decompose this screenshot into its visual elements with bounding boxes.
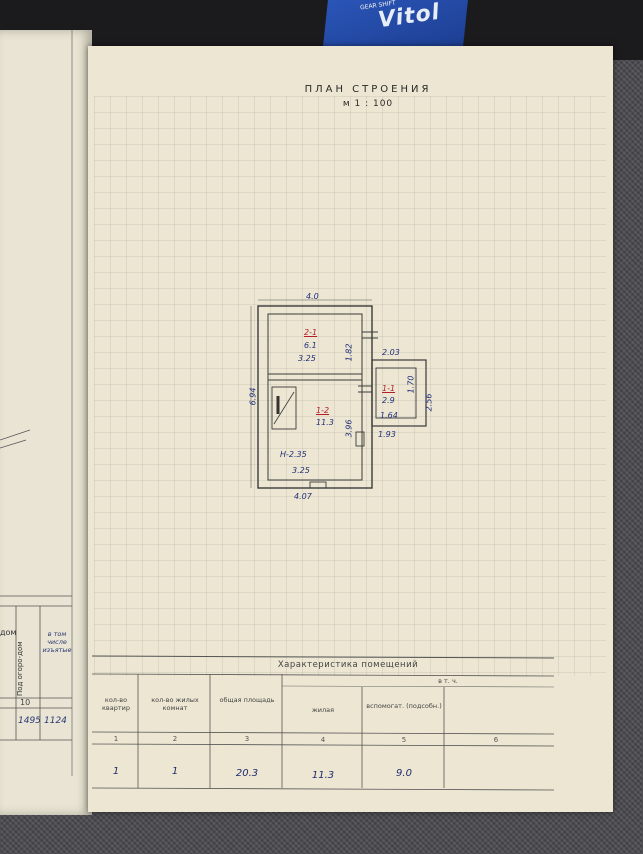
plan-inner-wall [267, 313, 363, 481]
plan-annex [371, 359, 427, 427]
document-page: ПЛАН СТРОЕНИЯ м 1 : 100 4.0 6.94 2-1 6.1… [88, 46, 613, 812]
col-num-2: 2 [172, 735, 178, 743]
th-auxiliary-area: вспомогат. (подсобн.) [366, 702, 442, 710]
ceiling-height: Н-2.35 [280, 450, 307, 459]
th-living-rooms: кол-во жилых комнат [151, 696, 199, 712]
col-num-1: 1 [113, 735, 119, 743]
scale-label: м 1 : 100 [342, 99, 394, 109]
graph-grid [94, 96, 606, 676]
dim-bottom-outer: 4.07 [294, 492, 312, 501]
table-title: Характеристика помещений [277, 660, 419, 670]
dim-annex-top: 2.03 [382, 348, 400, 357]
dim-top-width: 4.0 [306, 292, 319, 301]
floor-plan [250, 299, 427, 489]
room-1-2-id: 1-2 [316, 406, 330, 415]
dim-inner-width-upper: 3.25 [298, 354, 316, 363]
col-num-5: 5 [401, 736, 407, 744]
left-col-b: Под огоро-дом [16, 641, 24, 696]
left-facing-page: дом Под огоро-дом в том числе изъятые 10… [0, 30, 92, 815]
val-living-rooms: 1 [171, 766, 179, 777]
val-living-area: 11.3 [311, 770, 335, 781]
room-1-1-id: 1-1 [382, 384, 396, 393]
room-1-1-area: 2.9 [382, 396, 395, 405]
room-2-1-area: 6.1 [304, 341, 317, 350]
val-auxiliary-area: 9.0 [396, 768, 412, 779]
col-num-6: 6 [493, 736, 499, 744]
val-apartments: 1 [112, 766, 120, 777]
table-subheader: в т. ч. [438, 677, 458, 685]
val-total-area: 20.3 [235, 768, 259, 779]
plan-stove [271, 386, 297, 430]
left-val-b: 1124 [44, 716, 67, 726]
left-col-c: в том числе изъятые [42, 630, 72, 654]
table-lines [91, 655, 555, 791]
page-title: ПЛАН СТРОЕНИЯ [304, 84, 432, 95]
dim-annex-bottom: 1.93 [378, 430, 396, 439]
dim-bottom-inner: 3.25 [292, 466, 310, 475]
dim-annex-inner-width: 1.64 [380, 411, 398, 420]
th-apartments: кол-во квартир [101, 696, 130, 712]
th-living-area: жилая [311, 706, 335, 714]
left-page-lines [0, 30, 73, 776]
room-2-1-id: 2-1 [304, 328, 318, 337]
col-num-3: 3 [244, 735, 250, 743]
col-num-4: 4 [320, 736, 326, 744]
left-val-a: 1495 [18, 716, 41, 726]
left-row-num: 10 [20, 698, 31, 707]
left-col-a: дом [0, 628, 17, 637]
room-1-2-area: 11.3 [316, 418, 334, 427]
th-total-area: общая площадь [219, 696, 275, 704]
